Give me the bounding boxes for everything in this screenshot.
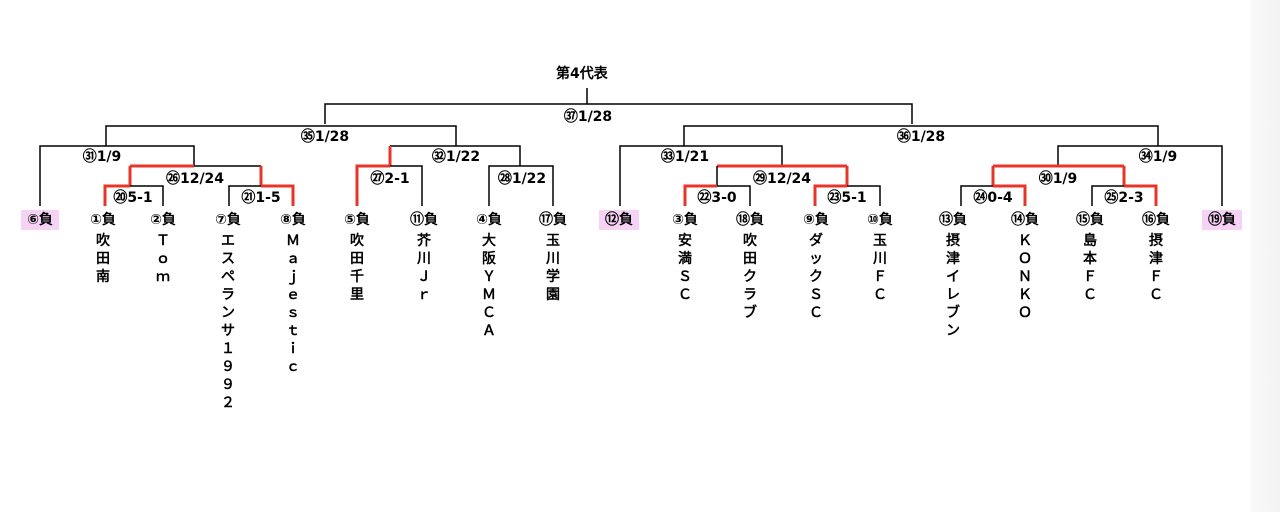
line-match-37 xyxy=(324,103,913,124)
team-code-10: ⑩負 xyxy=(867,212,893,228)
line-match-34 xyxy=(1057,145,1223,206)
team-code-9: ⑨負 xyxy=(803,212,829,228)
team-name-17: 玉川学園 xyxy=(546,233,560,303)
team-name-9: ダックＳＣ xyxy=(809,233,823,321)
team-code-11: ⑪負 xyxy=(410,212,438,228)
match-label-23: ㉓5-1 xyxy=(825,190,869,206)
match-label-28: ㉘1/22 xyxy=(495,171,549,187)
line-match-32 xyxy=(390,145,521,166)
winner-match-22-left xyxy=(683,184,717,206)
team-name-18: 吹田クラブ xyxy=(743,233,757,321)
winner-match-24-right xyxy=(993,184,1027,206)
match-label-33: ㉝1/21 xyxy=(658,149,712,165)
team-code-4: ④負 xyxy=(476,212,502,228)
team-code-18: ⑱負 xyxy=(736,212,764,228)
team-code-3: ③負 xyxy=(672,212,698,228)
line-match-24-left xyxy=(960,185,993,206)
team-name-13: 摂津イレブン xyxy=(946,233,960,339)
line-match-21-left xyxy=(228,185,261,206)
match-label-37: ㊲1/28 xyxy=(561,109,615,125)
line-match-31 xyxy=(39,145,195,206)
bracket-lines xyxy=(39,88,1223,206)
match-label-30: ㉚1/9 xyxy=(1036,171,1080,187)
team-name-15: 島本ＦＣ xyxy=(1083,233,1097,303)
match-label-27: ㉗2-1 xyxy=(368,171,412,187)
bracket-title: 第4代表 xyxy=(556,66,608,82)
match-label-20: ⑳5-1 xyxy=(111,190,155,206)
team-name-1: 吹田南 xyxy=(96,233,110,285)
team-name-7: エスペランサ１９９２ xyxy=(221,233,235,411)
team-code-8: ⑧負 xyxy=(280,212,306,228)
winner-match-21-right xyxy=(261,184,295,206)
winner-match-20-left xyxy=(103,184,130,206)
window-edge xyxy=(1250,0,1280,512)
team-code-6: ⑥負 xyxy=(21,210,59,230)
team-code-13: ⑬負 xyxy=(939,212,967,228)
team-code-16: ⑯負 xyxy=(1142,212,1170,228)
line-match-20-right xyxy=(130,185,164,206)
team-name-14: ＫＯＮＫＯ xyxy=(1018,233,1032,321)
line-match-25-left xyxy=(1091,185,1124,206)
winner-match-27-left xyxy=(355,164,390,206)
team-name-8: Ｍａｊｅｓｔｉｃ xyxy=(286,233,300,375)
team-name-4: 大阪ＹＭＣＡ xyxy=(482,233,496,339)
line-match-33 xyxy=(619,145,783,206)
match-label-29: ㉙12/24 xyxy=(750,171,814,187)
line-match-36 xyxy=(683,125,1159,146)
team-name-3: 安満ＳＣ xyxy=(678,233,692,303)
match-label-24: ㉔0-4 xyxy=(971,190,1015,206)
match-label-26: ㉖12/24 xyxy=(163,171,227,187)
team-code-14: ⑭負 xyxy=(1011,212,1039,228)
winner-match-25-right xyxy=(1124,184,1158,206)
team-code-12: ⑫負 xyxy=(599,210,639,230)
team-code-1: ①負 xyxy=(90,212,116,228)
match-label-34: ㉞1/9 xyxy=(1136,149,1180,165)
team-name-16: 摂津ＦＣ xyxy=(1149,233,1163,303)
team-code-17: ⑰負 xyxy=(539,212,567,228)
line-match-28 xyxy=(488,165,554,206)
team-name-5: 吹田千里 xyxy=(350,233,364,303)
team-name-11: 芥川Ｊｒ xyxy=(417,233,431,303)
team-code-2: ②負 xyxy=(150,212,176,228)
team-code-19: ⑲負 xyxy=(1202,210,1242,230)
match-label-25: ㉕2-3 xyxy=(1102,190,1146,206)
team-code-15: ⑮負 xyxy=(1076,212,1104,228)
match-label-21: ㉑1-5 xyxy=(239,190,283,206)
team-name-2: Ｔｏｍ xyxy=(156,233,170,285)
line-match-23-right xyxy=(847,185,881,206)
line-match-27-right xyxy=(390,165,423,206)
match-label-35: ㉟1/28 xyxy=(298,129,352,145)
match-label-31: ㉛1/9 xyxy=(80,149,124,165)
match-label-36: ㊱1/28 xyxy=(894,129,948,145)
line-match-35 xyxy=(105,125,457,146)
line-match-22-right xyxy=(717,185,751,206)
team-code-5: ⑤負 xyxy=(344,212,370,228)
match-label-32: ㉜1/22 xyxy=(429,149,483,165)
winner-match-23-left xyxy=(813,184,847,206)
match-label-22: ㉒3-0 xyxy=(695,190,739,206)
team-code-7: ⑦負 xyxy=(215,212,241,228)
team-name-10: 玉川ＦＣ xyxy=(873,233,887,303)
